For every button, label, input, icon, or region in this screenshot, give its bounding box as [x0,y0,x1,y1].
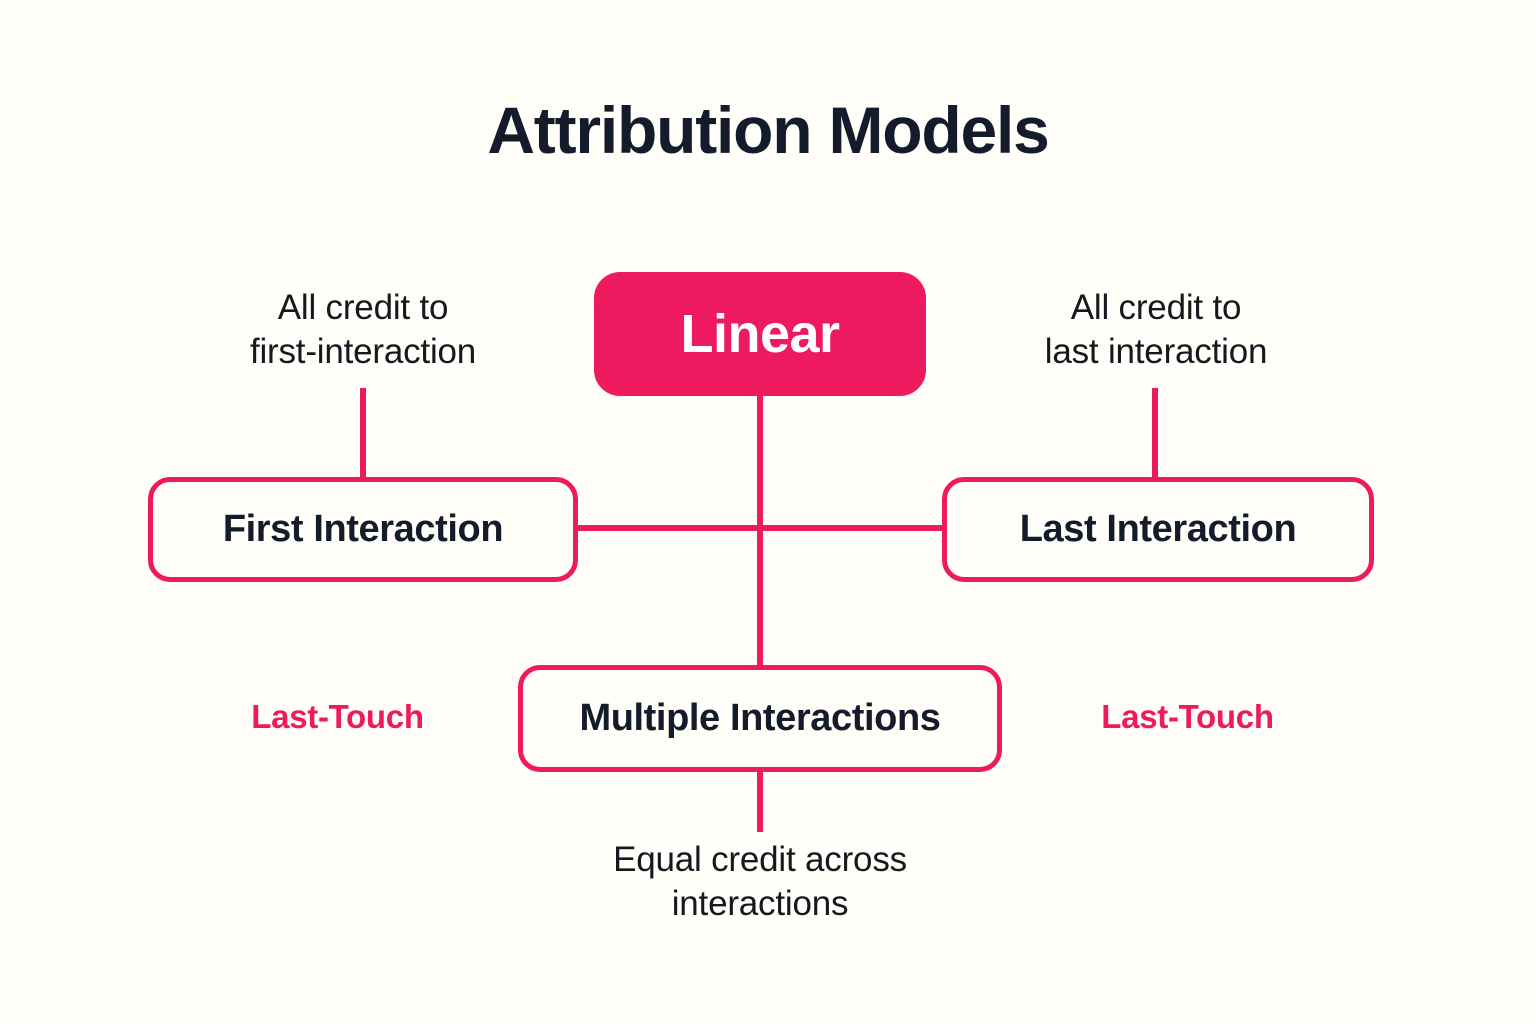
node-linear-label: Linear [680,304,840,364]
caption-first-interaction-line2: first-interaction [249,331,477,371]
caption-last-interaction-line1: All credit to [1070,288,1242,327]
connector-first-to-last [574,525,946,531]
connector-first-caption [360,388,366,480]
caption-first-interaction-line1: All credit to [277,288,449,327]
connector-last-caption [1152,388,1158,480]
page-title: Attribution Models [487,93,1050,167]
caption-last-interaction-line2: last interaction [1044,331,1268,371]
node-last-interaction[interactable]: Last Interaction [942,477,1374,582]
tag-last-touch-right: Last-Touch [1101,698,1274,735]
node-multiple-interactions[interactable]: Multiple Interactions [518,665,1002,772]
caption-multiple-interactions-line1: Equal credit across [613,840,907,879]
caption-last-interaction: All credit to last interaction [996,286,1316,374]
connector-multiple-caption [757,770,763,832]
caption-multiple-interactions-line2: interactions [671,883,849,923]
node-last-interaction-label: Last Interaction [1019,508,1297,550]
caption-multiple-interactions: Equal credit across interactions [560,838,960,926]
tag-last-touch-left: Last-Touch [251,698,424,735]
node-first-interaction-label: First Interaction [222,508,504,550]
node-multiple-interactions-label: Multiple Interactions [579,697,941,739]
node-first-interaction[interactable]: First Interaction [148,477,578,582]
caption-first-interaction: All credit to first-interaction [203,286,523,374]
node-linear[interactable]: Linear [594,272,926,396]
